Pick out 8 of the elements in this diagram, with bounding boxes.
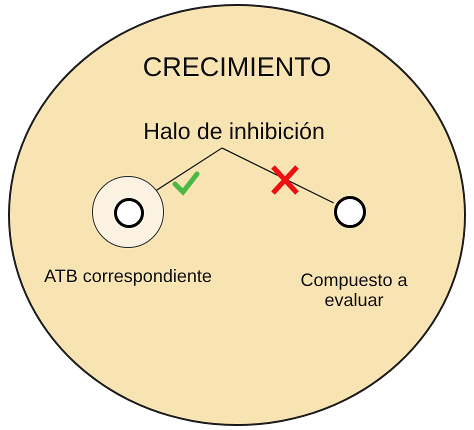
disc-caption: Compuesto a evaluar [299, 270, 409, 310]
disc-caption: ATB correspondiente [43, 266, 213, 286]
leader-line [156, 147, 222, 192]
callout-label: Halo de inhibición [124, 114, 344, 148]
test-disc [114, 198, 144, 228]
test-disc [334, 196, 366, 228]
dish-title: CRECIMIENTO [142, 52, 332, 83]
leader-line [222, 147, 334, 204]
